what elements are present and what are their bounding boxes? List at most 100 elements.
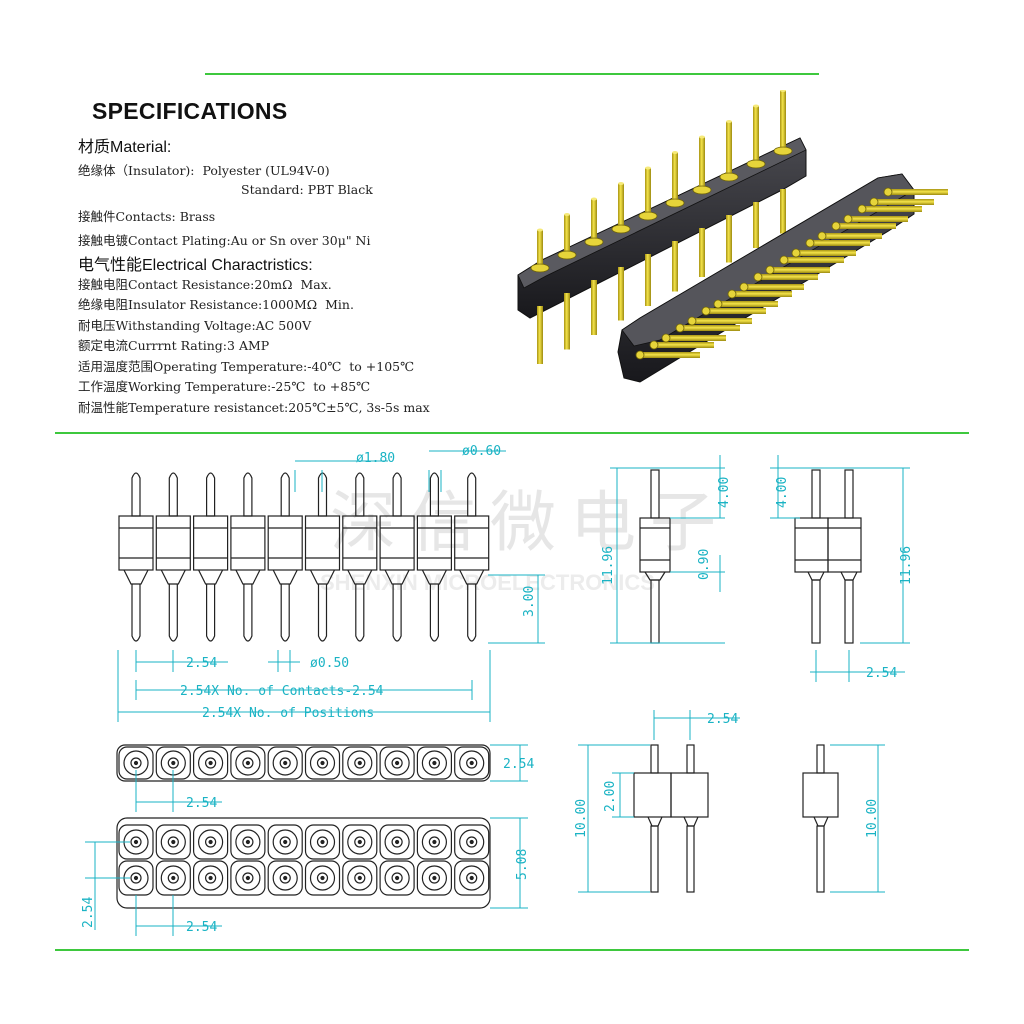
dim-positions-formula: 2.54X No. of Positions — [202, 706, 374, 721]
pin-3d-horizontal — [765, 265, 830, 275]
pin-3d — [746, 104, 766, 248]
pin-3d-horizontal — [649, 340, 714, 350]
dim-pitch-top-b: 2.54 — [186, 920, 217, 935]
dim-d050: ø0.50 — [310, 656, 349, 671]
spec-working-temp: 工作温度Working Temperature:-25℃ to +85℃ — [78, 379, 371, 394]
pin-3d-horizontal — [843, 214, 908, 224]
dim-h508: 5.08 — [515, 849, 530, 880]
top-socket — [379, 746, 415, 780]
pin-3d-horizontal — [857, 204, 922, 214]
dim-h200: 2.00 — [603, 781, 618, 812]
pin-3d-horizontal — [635, 350, 700, 360]
spec-current-rating: 额定电流Currrnt Rating:3 AMP — [78, 338, 270, 353]
front-pin — [416, 472, 452, 642]
pin-3d-horizontal — [817, 231, 882, 241]
top-socket-double — [304, 824, 341, 860]
watermark-en: SHENXIN MICROELECTRONICS — [320, 570, 655, 595]
pin-3d — [719, 120, 739, 263]
pin-3d — [584, 197, 604, 335]
top-socket — [454, 746, 490, 780]
material-heading: 材质Material: — [78, 139, 172, 156]
dim-pitch-top-a: 2.54 — [186, 796, 217, 811]
pin-3d — [557, 213, 577, 350]
pin-3d — [665, 151, 685, 292]
pin-3d-horizontal — [883, 187, 948, 197]
dim-h1000-a: 10.00 — [574, 799, 589, 838]
spec-operating-temp: 适用温度范围Operating Temperature:-40℃ to +105… — [78, 359, 415, 374]
top-socket-double — [155, 860, 191, 896]
front-pin — [454, 472, 490, 642]
pin-3d-horizontal — [779, 255, 844, 265]
top-socket — [342, 746, 378, 780]
dim-pitch-bottom: 2.54 — [707, 712, 738, 727]
dim-pitch-top-vert: 2.54 — [81, 897, 96, 928]
top-socket-double — [416, 824, 452, 860]
front-pin — [118, 472, 154, 642]
product-3d-render — [517, 90, 948, 383]
pin-3d-horizontal — [675, 323, 740, 333]
top-socket-double — [230, 860, 266, 896]
bottom-divider — [55, 949, 969, 951]
top-socket — [193, 746, 229, 780]
front-pin — [304, 472, 341, 642]
spec-insulator-standard: Standard: PBT Black — [241, 182, 373, 197]
watermark-cn: 深信微电子 — [330, 484, 730, 561]
spec-insulator: 绝缘体（Insulator): Polyester (UL94V-0) — [78, 163, 330, 178]
pin-3d-horizontal — [805, 238, 870, 248]
front-pin — [230, 472, 266, 642]
pin-3d-horizontal — [753, 272, 818, 282]
dim-pitch-top-side: 2.54 — [503, 757, 534, 772]
spec-temp-resistance: 耐温性能Temperature resistancet:205℃±5℃, 3s-… — [78, 400, 430, 415]
top-socket-double — [379, 860, 415, 896]
pin-3d-horizontal — [661, 333, 726, 343]
side-view-single-short — [802, 744, 839, 893]
side-view-double-short — [633, 744, 709, 893]
spec-plating: 接触电镀Contact Plating:Au or Sn over 30μ" N… — [78, 233, 371, 248]
dim-h400-b: 4.00 — [775, 477, 790, 508]
dim-h300: 3.00 — [522, 586, 537, 617]
front-pin — [267, 472, 303, 642]
dim-h1196-a: 11.96 — [601, 546, 616, 585]
pin-3d-horizontal — [831, 221, 896, 231]
top-socket-double — [193, 860, 229, 896]
dim-d060: ø0.60 — [462, 444, 501, 459]
middle-divider — [55, 432, 969, 434]
top-divider — [205, 73, 819, 75]
spec-contact-resistance: 接触电阻Contact Resistance:20mΩ Max. — [78, 277, 332, 292]
top-socket-double — [342, 860, 378, 896]
top-view-single-row — [116, 744, 491, 782]
spec-contacts: 接触件Contacts: Brass — [78, 209, 216, 224]
front-pin — [155, 472, 191, 642]
front-pin — [193, 472, 229, 642]
spec-withstanding-voltage: 耐电压Withstanding Voltage:AC 500V — [78, 318, 312, 333]
top-socket — [304, 746, 341, 780]
dim-h1000-b: 10.00 — [865, 799, 880, 838]
dim-pitch-front: 2.54 — [186, 656, 217, 671]
top-socket-double — [416, 860, 452, 896]
pin-3d-horizontal — [701, 306, 766, 316]
dim-pitch-side: 2.54 — [866, 666, 897, 681]
top-socket-double — [454, 860, 490, 896]
top-view-double-row — [116, 817, 491, 909]
dim-h1196-b: 11.96 — [899, 546, 914, 585]
technical-drawing: 深信微电子 SHENXIN MICROELECTRONICS ø1.80 ø0.… — [81, 444, 914, 936]
pin-3d — [611, 182, 631, 321]
side-view-double — [794, 469, 862, 644]
pin-3d — [773, 90, 793, 234]
front-pin — [342, 472, 378, 642]
pin-3d — [530, 228, 550, 364]
dim-h090: 0.90 — [697, 549, 712, 580]
pin-3d-horizontal — [791, 248, 856, 258]
pin-3d-horizontal — [687, 316, 752, 326]
top-socket-double — [304, 860, 341, 896]
pin-3d-horizontal — [739, 282, 804, 292]
top-socket — [416, 746, 452, 780]
front-view-10-pin — [118, 472, 490, 642]
top-socket-double — [230, 824, 266, 860]
pin-3d — [638, 166, 658, 306]
top-socket — [267, 746, 303, 780]
top-socket-double — [267, 860, 303, 896]
top-socket-double — [155, 824, 191, 860]
spec-insulator-resistance: 绝缘电阻Insulator Resistance:1000MΩ Min. — [78, 297, 354, 312]
dim-d180: ø1.80 — [356, 451, 395, 466]
